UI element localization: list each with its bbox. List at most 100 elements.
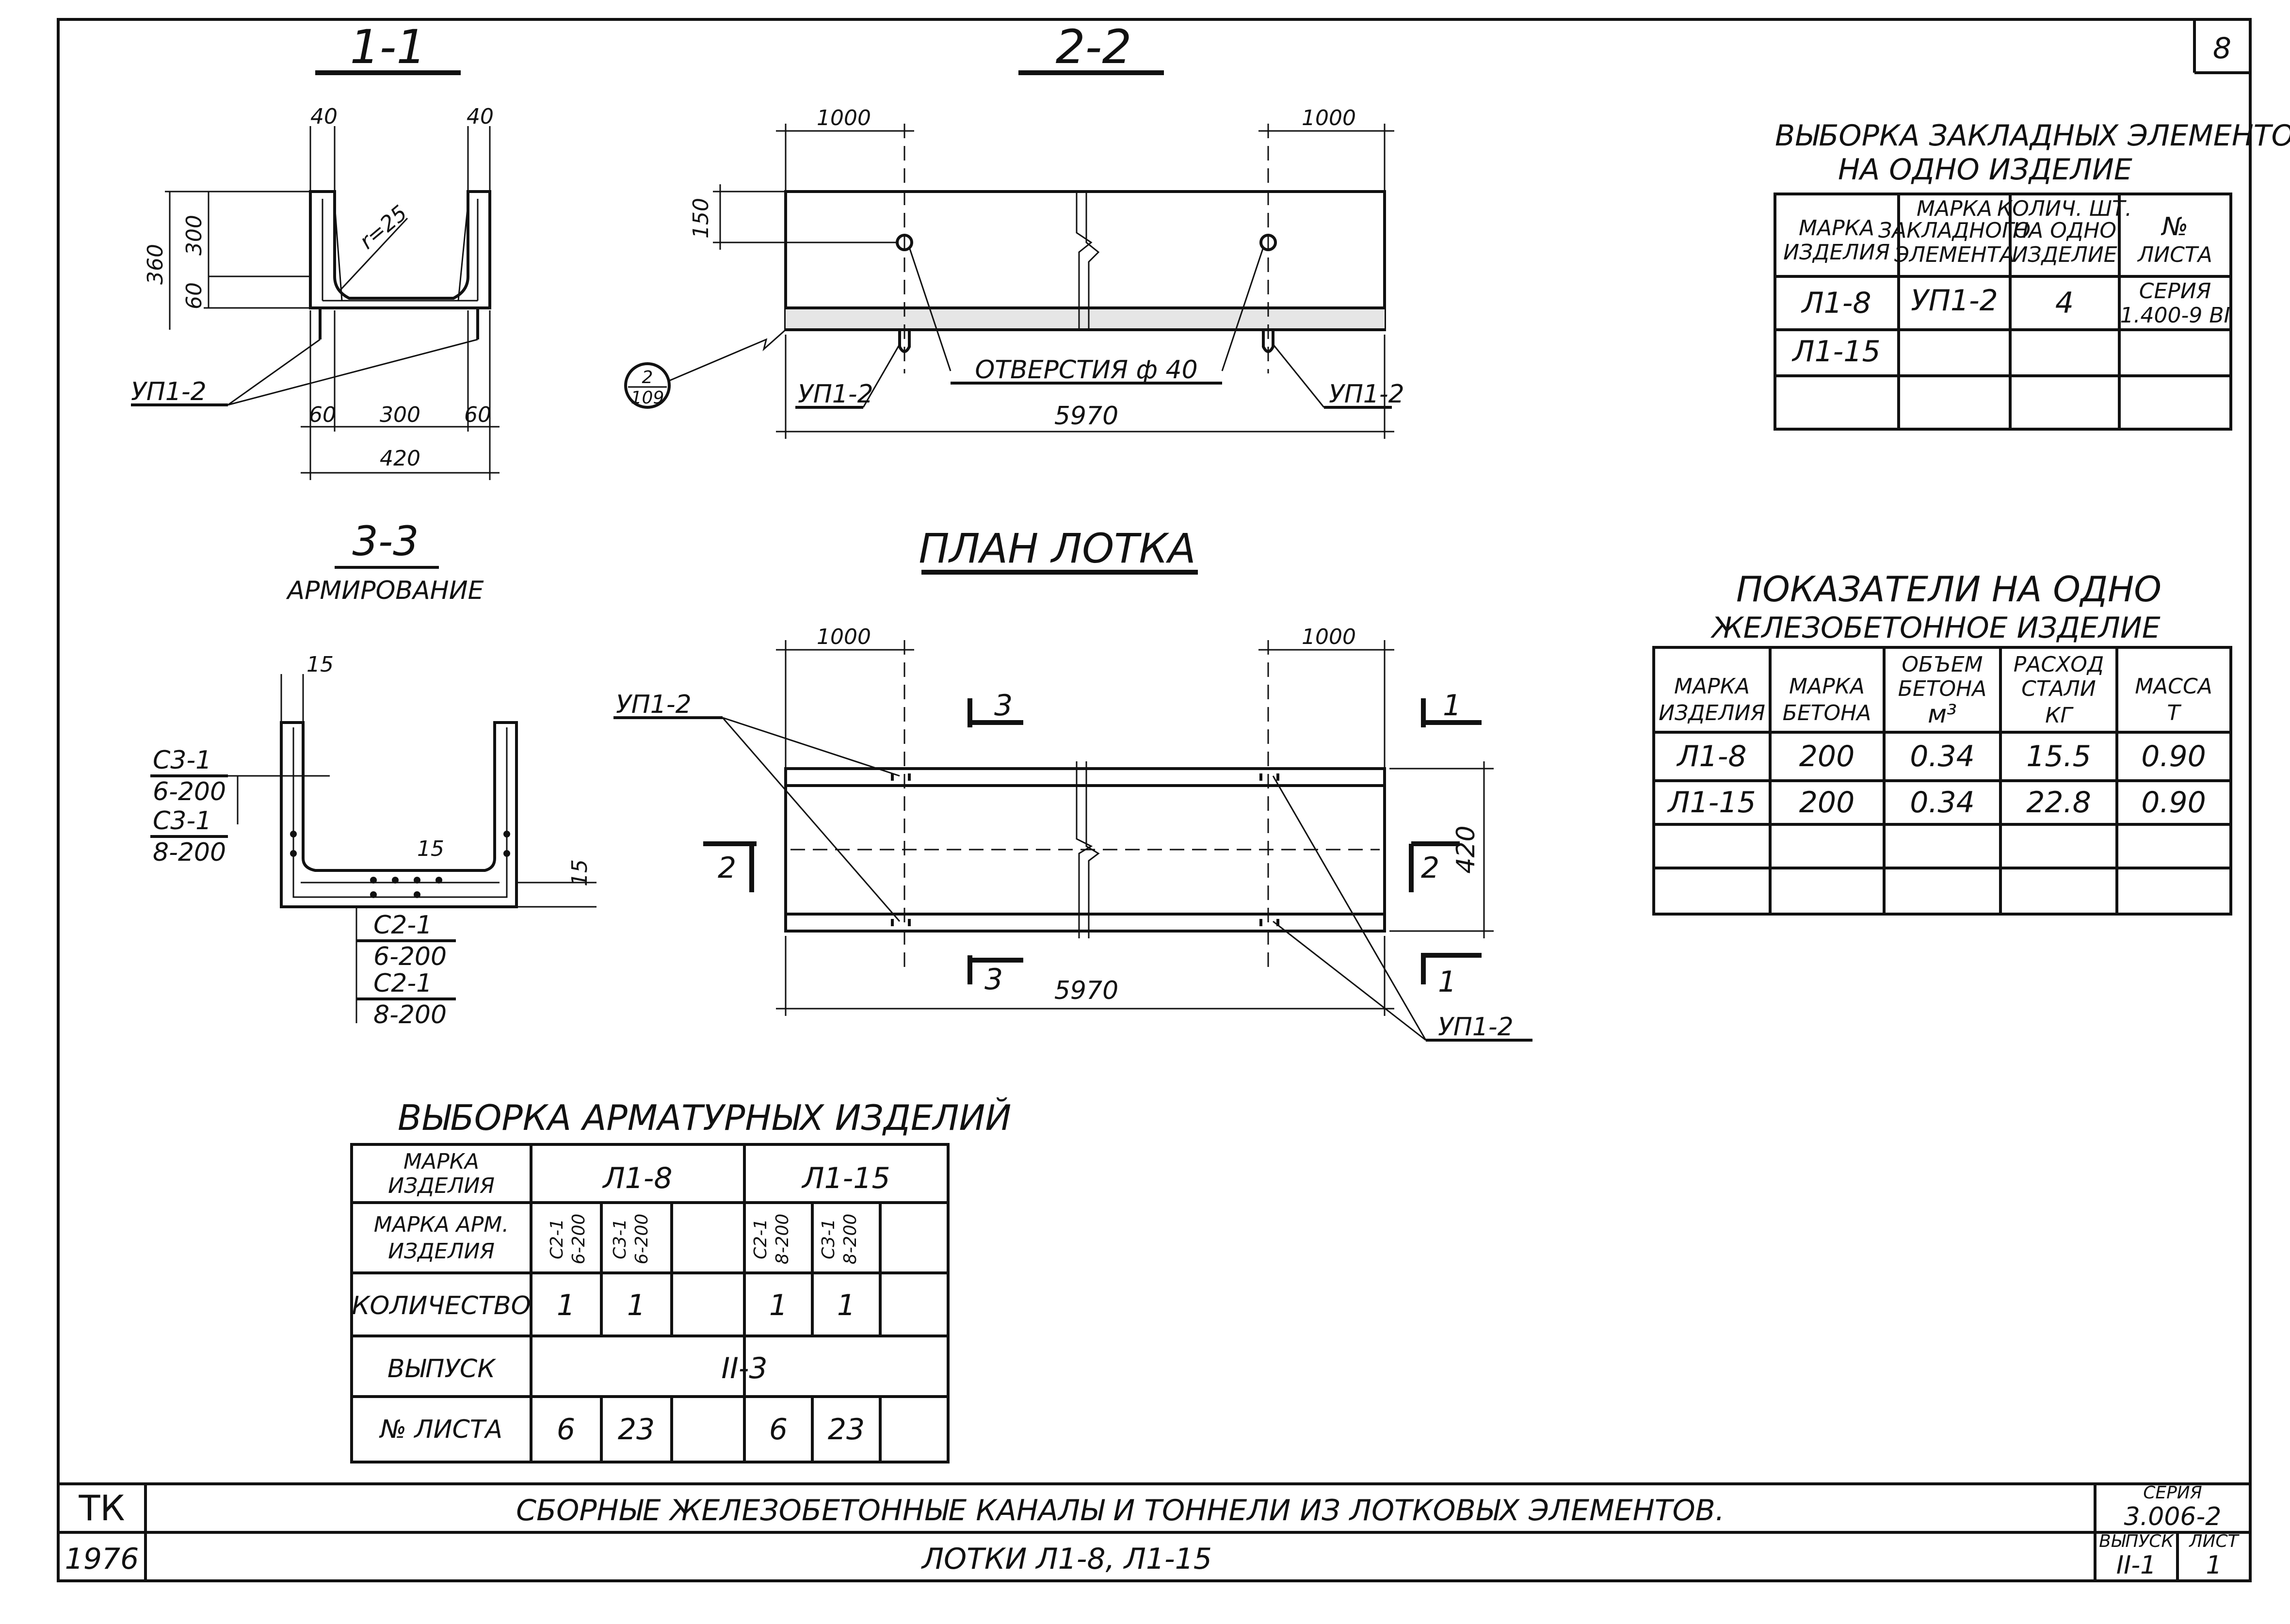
- s11-dim-bottom-right: 60: [464, 402, 491, 427]
- rebar-arm-2-bot: 6-200: [632, 1214, 652, 1265]
- rebar-qty-2: 1: [627, 1288, 645, 1322]
- ind-r1-c4: 15.5: [2026, 740, 2091, 773]
- rebar-sheet-2: 23: [618, 1413, 655, 1447]
- ind-r1-c2: 200: [1799, 740, 1855, 773]
- s11-radius: r=25: [355, 201, 412, 254]
- ind-r2-c5: 0.90: [2141, 786, 2206, 820]
- rebar-sheet-1: 6: [557, 1413, 575, 1447]
- s33-c31a-top: С3-1: [153, 746, 211, 775]
- s11-dim-height-total: 360: [143, 244, 168, 285]
- s22-dim-left: 1000: [817, 106, 871, 130]
- s22-callout-top: 2: [642, 368, 653, 387]
- title-block-sheet-value: 1: [2206, 1551, 2222, 1580]
- ind-h3-l3: м³: [1928, 700, 1957, 729]
- emb-h2-l1: МАРКА: [1917, 196, 1992, 221]
- ind-r1-c1: Л1-8: [1676, 740, 1746, 773]
- ind-h4-l1: РАСХОД: [2014, 652, 2104, 677]
- embedded-elements-table: ВЫБОРКА ЗАКЛАДНЫХ ЭЛЕМЕНТОВ НА ОДНО ИЗДЕ…: [1774, 119, 2290, 431]
- s33-dim-right: 15: [567, 859, 592, 886]
- rebar-sheet-5: 23: [828, 1413, 865, 1447]
- section-2-2-title: 2-2: [1056, 20, 1132, 74]
- ind-r1-c3: 0.34: [1910, 740, 1975, 773]
- plan-dim-length: 5970: [1054, 976, 1118, 1005]
- rebar-table-title: ВЫБОРКА АРМАТУРНЫХ ИЗДЕЛИЙ: [398, 1097, 1011, 1138]
- section-1-1: 1-1 40 40 360 300 60 r=25 УП1-2: [131, 20, 500, 480]
- rebar-row-label-product-1: МАРКА: [403, 1149, 479, 1174]
- ind-h4-l3: КГ: [2045, 703, 2074, 728]
- plan-dim-right: 1000: [1302, 625, 1356, 649]
- ind-r2-c3: 0.34: [1910, 786, 1975, 820]
- s22-dim-right: 1000: [1302, 106, 1356, 130]
- ind-r2-c4: 22.8: [2026, 786, 2091, 820]
- rebar-release: II-3: [721, 1351, 767, 1385]
- sheet-number-box: 8: [2193, 19, 2250, 74]
- ind-r2-c1: Л1-15: [1667, 786, 1756, 820]
- s11-dim-height-bottom: 60: [182, 282, 207, 309]
- rebar-dots: [290, 831, 510, 898]
- rebar-row-label-arm-2: ИЗДЕЛИЯ: [388, 1239, 495, 1264]
- emb-h3-l2: НА ОДНО: [2013, 218, 2116, 243]
- plan-dim-left: 1000: [817, 625, 871, 649]
- rebar-row-label-release: ВЫПУСК: [387, 1354, 496, 1383]
- rebar-row-label-arm-1: МАРКА АРМ.: [374, 1212, 509, 1237]
- emb-h2-l3: ЭЛЕМЕНТА: [1894, 242, 2014, 267]
- s22-holes: ОТВЕРСТИЯ ф 40: [975, 355, 1197, 385]
- ind-h3-l2: БЕТОНА: [1898, 676, 1987, 701]
- s11-dim-bottom-mid: 300: [380, 402, 420, 427]
- rebar-sheet-4: 6: [769, 1413, 788, 1447]
- s22-embed-right: УП1-2: [1329, 380, 1404, 409]
- s11-dim-height-inner: 300: [182, 215, 207, 256]
- s33-c31a-bot: 6-200: [153, 777, 226, 806]
- emb-h4-l2: ЛИСТА: [2137, 242, 2212, 267]
- plan-cut-3-top: 3: [994, 689, 1013, 723]
- plan-cut-1-bottom: 1: [1438, 965, 1456, 999]
- plan-embed-bottom: УП1-2: [1438, 1013, 1514, 1042]
- plan-title: ПЛАН ЛОТКА: [919, 525, 1195, 572]
- section-1-1-title: 1-1: [350, 20, 426, 74]
- rebar-qty-1: 1: [557, 1288, 575, 1322]
- plan-embed-top: УП1-2: [616, 690, 692, 719]
- s11-dim-width-total: 420: [380, 446, 420, 471]
- embedded-table-title-2: НА ОДНО ИЗДЕЛИЕ: [1838, 153, 2132, 187]
- s33-c31b-bot: 8-200: [153, 838, 226, 867]
- rebar-qty-4: 1: [769, 1288, 788, 1322]
- rebar-arm-4-top: С2-1: [751, 1219, 771, 1259]
- section-3-3-title: 3-3: [352, 517, 419, 565]
- ind-h5-l1: МАССА: [2135, 674, 2212, 699]
- emb-r1-c4: СЕРИЯ: [2139, 279, 2211, 304]
- ind-h2-l1: МАРКА: [1789, 674, 1865, 699]
- indicators-table: ПОКАЗАТЕЛИ НА ОДНО ЖЕЛЕЗОБЕТОННОЕ ИЗДЕЛИ…: [1652, 569, 2232, 916]
- s11-dim-top-left: 40: [310, 104, 338, 129]
- ind-h2-l2: БЕТОНА: [1783, 701, 1871, 725]
- plan-dim-width: 420: [1451, 825, 1481, 873]
- rebar-qty-5: 1: [837, 1288, 855, 1322]
- ind-r1-c5: 0.90: [2141, 740, 2206, 773]
- title-block-sub: ЛОТКИ Л1-8, Л1-15: [921, 1542, 1212, 1576]
- rebar-product-l1-15: Л1-15: [801, 1161, 890, 1195]
- emb-h4-l1: №: [2161, 212, 2188, 241]
- s33-dim-top: 15: [306, 652, 334, 677]
- emb-r1-c5: 1.400-9 ВI: [2120, 303, 2230, 328]
- section-3-3-subtitle: АРМИРОВАНИЕ: [286, 576, 484, 605]
- section-2-2: 2-2 1000 1000 150 ОТВЕРСТИЯ ф 40 УП1-2: [624, 20, 1404, 439]
- s22-embed-left: УП1-2: [798, 380, 873, 409]
- s22-dim-height: 150: [689, 198, 713, 239]
- ind-h4-l2: СТАЛИ: [2021, 676, 2096, 701]
- plan-embed-marks: [891, 773, 1279, 926]
- rebar-row-label-product-2: ИЗДЕЛИЯ: [388, 1174, 495, 1198]
- rebar-row-label-qty: КОЛИЧЕСТВО: [352, 1291, 531, 1320]
- title-block-org: ТК: [78, 1488, 125, 1528]
- plan-cut-2-right: 2: [1421, 851, 1439, 885]
- ind-title-2: ЖЕЛЕЗОБЕТОННОЕ ИЗДЕЛИЕ: [1710, 611, 2161, 645]
- emb-h3-l1: КОЛИЧ. ШТ.: [1997, 196, 2132, 221]
- rebar-arm-5-bot: 8-200: [840, 1214, 860, 1265]
- s33-c31b-top: С3-1: [153, 806, 211, 836]
- plan-view: ПЛАН ЛОТКА 1000 1000 420 5970 3 3 1 1: [613, 525, 1532, 1042]
- sheet-number: 8: [2213, 32, 2231, 65]
- title-block-main: СБОРНЫЕ ЖЕЛЕЗОБЕТОННЫЕ КАНАЛЫ И ТОННЕЛИ …: [516, 1494, 1725, 1528]
- ind-h5-l2: Т: [2167, 701, 2182, 725]
- rebar-table: ВЫБОРКА АРМАТУРНЫХ ИЗДЕЛИЙ МАРКА ИЗДЕЛИЯ…: [350, 1097, 1011, 1463]
- s22-dim-length: 5970: [1054, 402, 1118, 431]
- emb-h1-l2: ИЗДЕЛИЯ: [1783, 240, 1890, 265]
